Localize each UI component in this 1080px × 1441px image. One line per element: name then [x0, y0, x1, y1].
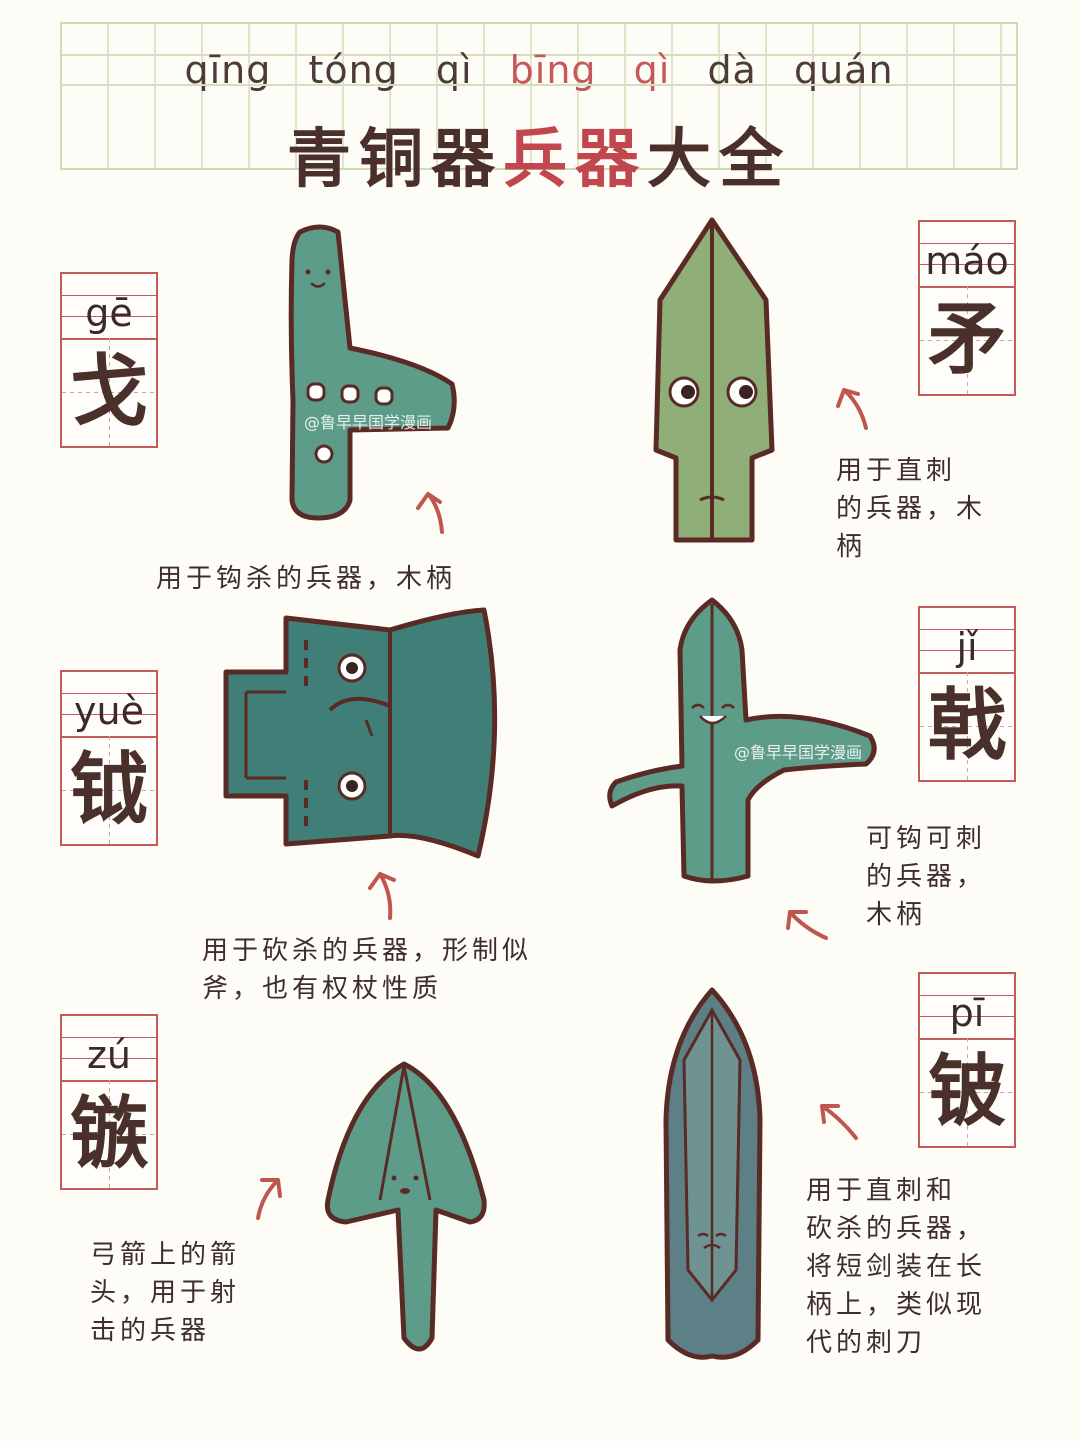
desc-ge: 用于钩杀的兵器，木柄 — [156, 564, 457, 594]
card-pinyin: zú — [86, 1033, 132, 1077]
card-yue: yuè 钺 — [60, 670, 158, 846]
mao-illustration — [653, 217, 775, 543]
card-pinyin: pī — [949, 991, 985, 1035]
desc-mao: 用于直刺 的兵器，木 柄 — [836, 456, 987, 562]
card-character: 镞 — [69, 1089, 148, 1179]
arrow-icon — [416, 492, 444, 534]
pinyin-guide-lines — [62, 274, 156, 340]
desc-zu: 弓箭上的箭 头，用于射 击的兵器 — [90, 1240, 241, 1346]
title-char: 青 — [287, 123, 359, 197]
card-character: 戈 — [69, 347, 148, 437]
card-character: 钺 — [69, 745, 148, 835]
title-char-highlight: 兵 — [503, 123, 575, 197]
card-character: 铍 — [927, 1047, 1006, 1137]
character-grid — [920, 1038, 1014, 1146]
pi-illustration — [663, 987, 763, 1360]
title-char: 铜 — [359, 123, 431, 197]
card-pinyin: gē — [85, 291, 133, 335]
desc-yue: 用于砍杀的兵器，形制似 斧，也有权杖性质 — [202, 936, 533, 1004]
pinyin-guide-lines — [920, 222, 1014, 288]
character-grid — [62, 338, 156, 446]
card-zu: zú 镞 — [60, 1014, 158, 1190]
zu-illustration — [324, 1061, 487, 1352]
card-character: 戟 — [927, 681, 1006, 771]
card-character: 矛 — [927, 295, 1006, 385]
yue-illustration — [223, 607, 498, 859]
arrow-icon — [836, 388, 868, 430]
title-char: 全 — [719, 123, 791, 197]
card-pinyin: yuè — [74, 689, 144, 733]
desc-ji: 可钩可刺 的兵器， 木柄 — [866, 824, 987, 930]
page-title: 青铜器兵器大全 — [62, 108, 1016, 200]
card-ge: gē 戈 — [60, 272, 158, 448]
title-char: 大 — [647, 123, 719, 197]
card-pinyin: máo — [925, 239, 1009, 283]
character-grid — [62, 1080, 156, 1188]
title-char: 器 — [431, 123, 503, 197]
arrow-icon — [786, 910, 828, 940]
character-grid — [920, 672, 1014, 780]
pinyin-guide-lines — [920, 974, 1014, 1040]
ge-illustration — [288, 224, 457, 521]
arrow-icon — [820, 1104, 858, 1140]
card-mao: máo 矛 — [918, 220, 1016, 396]
ji-illustration — [607, 597, 877, 884]
card-pi: pī 铍 — [918, 972, 1016, 1148]
card-ji: jǐ 戟 — [918, 606, 1016, 782]
character-grid — [920, 286, 1014, 394]
pointer-arrows — [256, 388, 868, 1220]
desc-pi: 用于直刺和 砍杀的兵器， 将短剑装在长 柄上，类似现 代的刺刀 — [806, 1176, 987, 1358]
title-char-highlight: 器 — [575, 123, 647, 197]
title-banner: qīng tóng qì bīng qì dà quán 青铜器兵器大全 — [60, 22, 1018, 197]
watermark: @鲁早早国学漫画 — [734, 743, 863, 762]
character-grid — [62, 736, 156, 844]
arrow-icon — [368, 872, 396, 920]
watermark: @鲁早早国学漫画 — [304, 413, 433, 432]
card-pinyin: jǐ — [956, 625, 978, 669]
arrow-icon — [256, 1178, 282, 1220]
